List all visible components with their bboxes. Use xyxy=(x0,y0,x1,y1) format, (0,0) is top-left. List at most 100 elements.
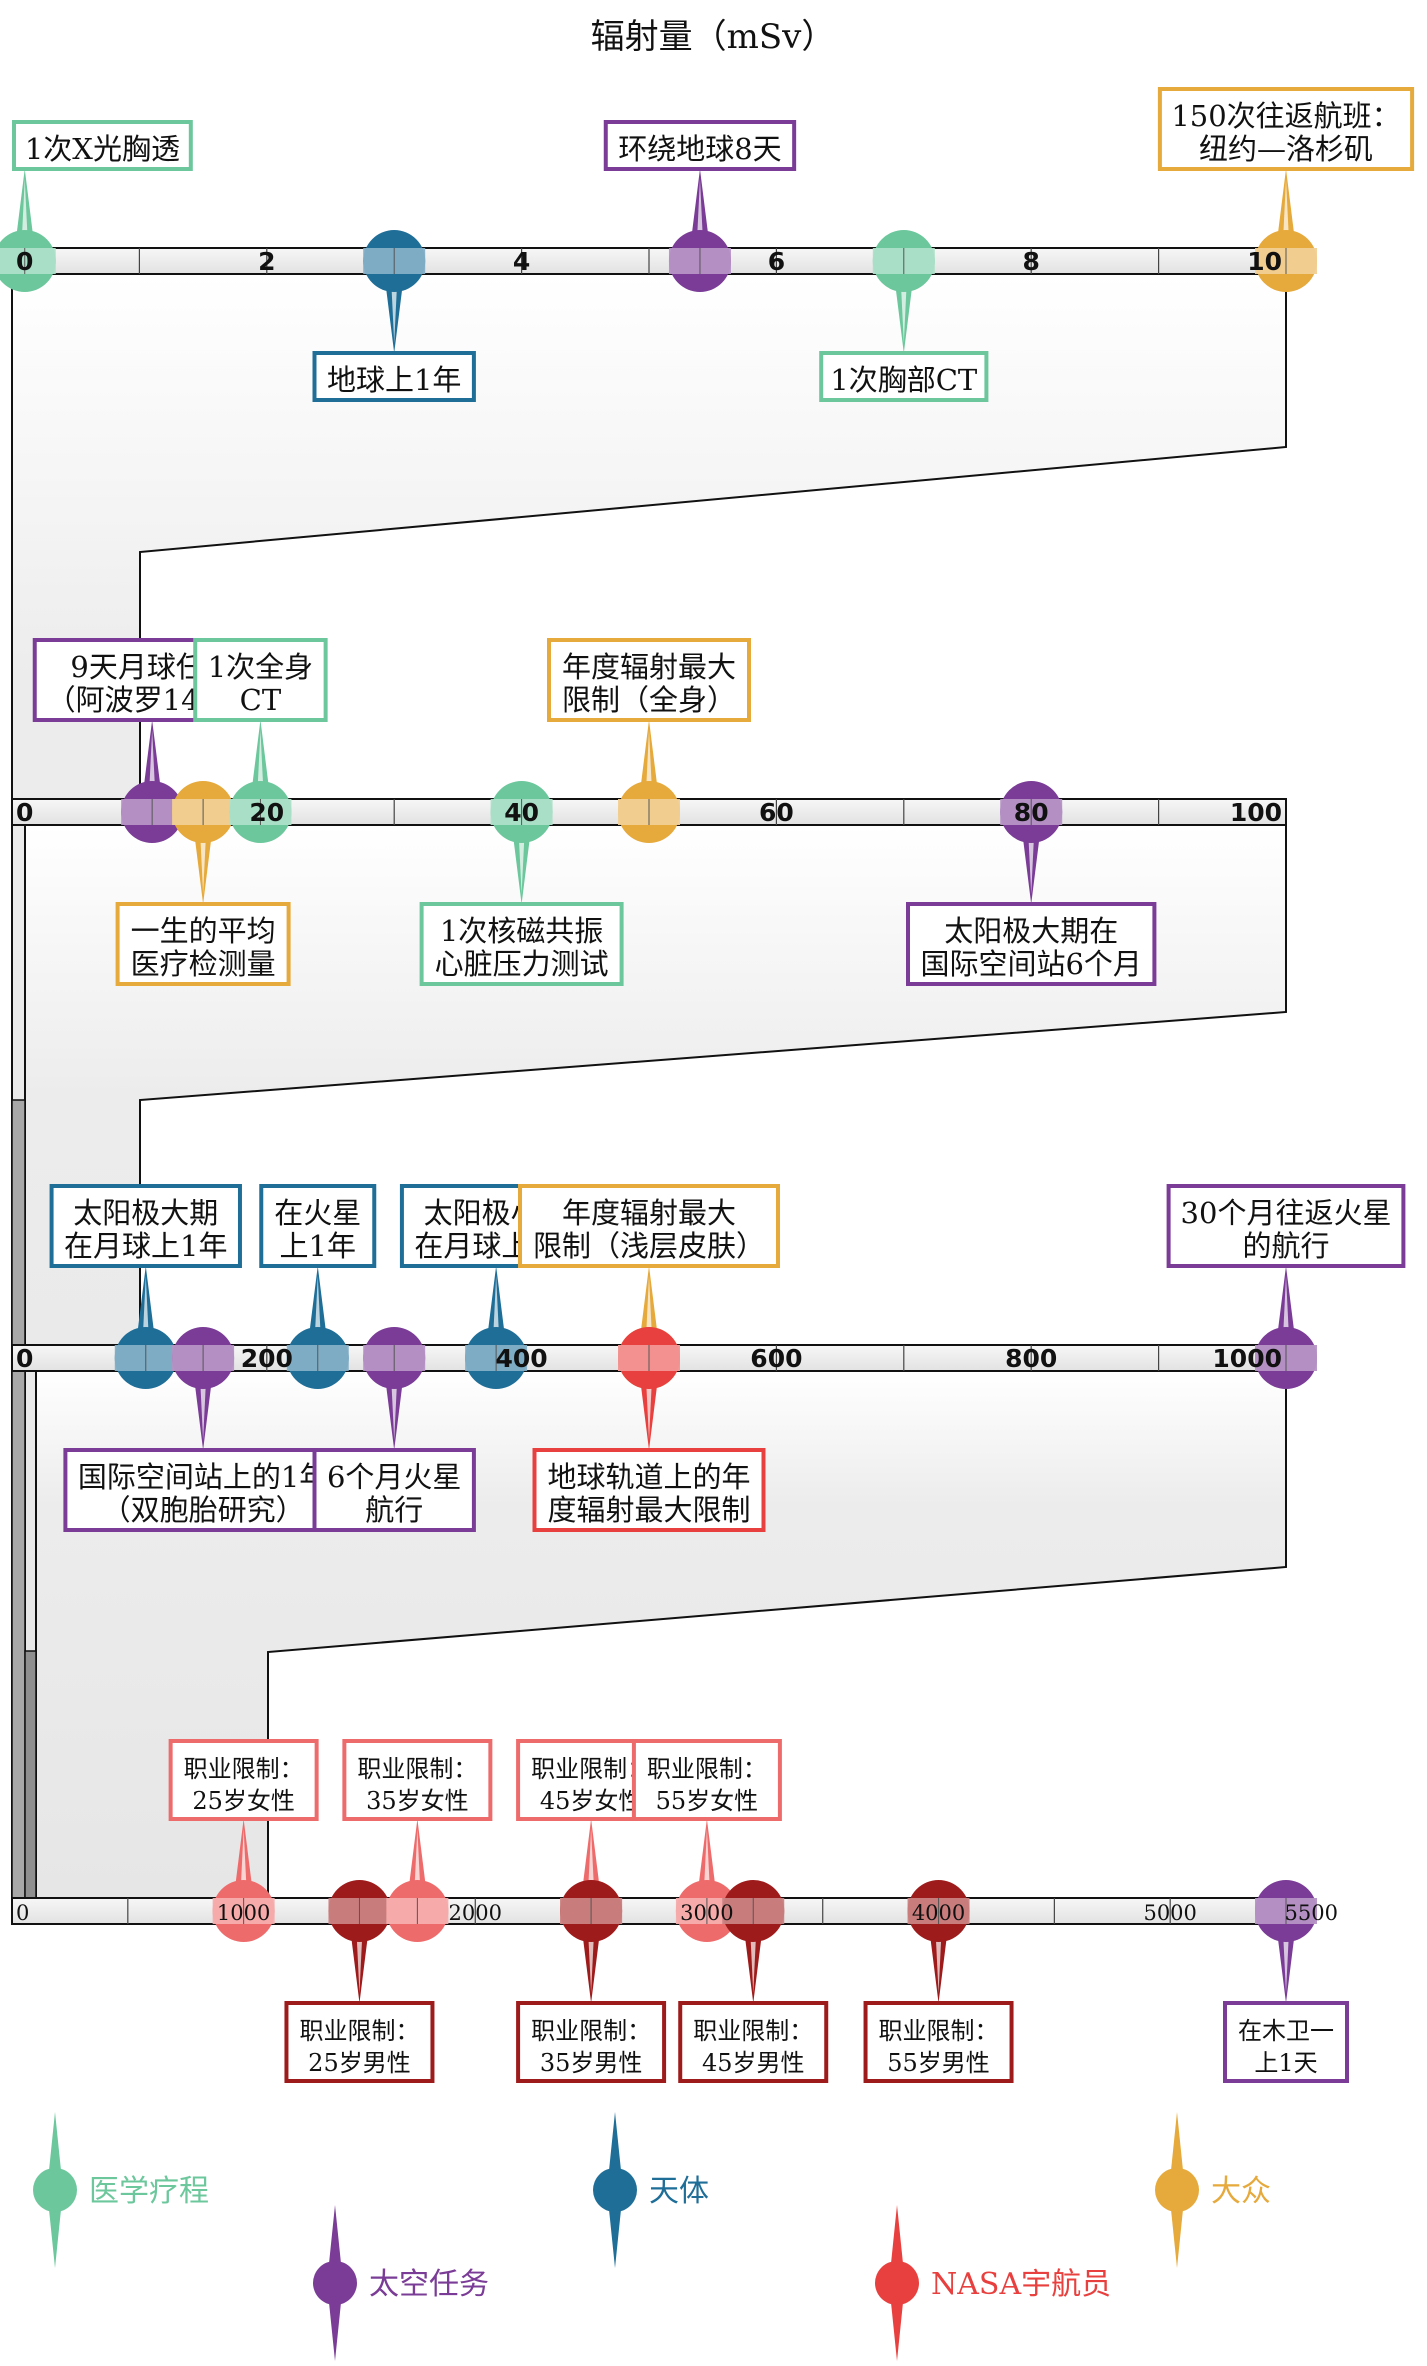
marker-label-line: 医疗检测量 xyxy=(131,947,276,981)
marker-pin-highlight xyxy=(703,1829,710,1891)
tick-label: 2000 xyxy=(449,1901,502,1925)
marker-pin-highlight xyxy=(646,1378,652,1440)
marker-label-line: 1次胸部CT xyxy=(830,363,978,397)
tick-label: 8 xyxy=(1022,247,1039,276)
marker-label-line: 在木卫一 xyxy=(1238,2017,1334,2045)
marker-nasa_dark: 职业限制： 35岁男性 xyxy=(516,1880,667,2083)
tick-label: 5500 xyxy=(1285,1901,1338,1925)
marker-pin-highlight xyxy=(200,832,207,894)
legend-label: 大众 xyxy=(1211,2174,1271,2209)
marker-label-box xyxy=(532,1448,766,1532)
marker-label-box xyxy=(863,2001,1014,2083)
legend-item-celestial: 天体 xyxy=(593,2112,709,2268)
marker-pin-highlight xyxy=(493,1276,500,1338)
scale-bar xyxy=(11,1897,1287,1925)
tick-label: 2 xyxy=(258,247,275,276)
marker-label-line: 55岁女性 xyxy=(656,1787,759,1815)
tick-label: 5000 xyxy=(1143,1901,1196,1925)
marker-nasa_dark: 职业限制： 45岁男性 xyxy=(678,1880,829,2083)
marker-label-box xyxy=(819,351,989,402)
marker-pin-highlight xyxy=(646,1276,652,1338)
marker-label-line: 1次X光胸透 xyxy=(25,132,180,166)
marker-label-box xyxy=(312,1448,476,1532)
marker-dot-band xyxy=(0,248,56,274)
marker-label-box xyxy=(12,120,193,171)
legend-dot xyxy=(33,2168,77,2212)
tick-label: 4 xyxy=(513,247,530,276)
marker-pin-highlight xyxy=(588,1829,595,1891)
legend-item-nasa_red: NASA宇航员 xyxy=(875,2205,1111,2361)
marker-pin-highlight xyxy=(314,1276,321,1338)
tick-label: 1000 xyxy=(217,1901,270,1925)
marker-nasa_dark: 职业限制：55岁男性 xyxy=(863,1880,1014,2083)
marker-label-line: 度辐射最大限制 xyxy=(547,1493,750,1527)
marker-label-box xyxy=(63,1448,343,1532)
legend-dot xyxy=(1155,2168,1199,2212)
marker-pin-highlight xyxy=(1283,1276,1289,1338)
marker-label-box xyxy=(603,120,797,171)
marker-pin-highlight xyxy=(646,730,652,792)
marker-label-line: 上1年 xyxy=(280,1229,356,1263)
marker-label-line: 45岁女性 xyxy=(540,1787,643,1815)
marker-label-line: 35岁女性 xyxy=(366,1787,469,1815)
marker-label-line: CT xyxy=(240,683,282,717)
marker-label-box xyxy=(516,2001,667,2083)
marker-label-line: （双胞胎研究） xyxy=(102,1493,305,1527)
legend-label: 太空任务 xyxy=(369,2267,489,2302)
marker-label-box xyxy=(1223,2001,1349,2083)
marker-label-line: 一生的平均 xyxy=(131,914,276,948)
marker-label-box xyxy=(518,1184,780,1268)
marker-label-box xyxy=(419,902,624,986)
tick-label: 0 xyxy=(16,1344,33,1373)
marker-label-box xyxy=(168,1739,319,1821)
marker-label-box xyxy=(1157,87,1415,171)
marker-medical: 1次X光胸透 xyxy=(0,120,193,292)
marker-label-line: 职业限制： xyxy=(693,2017,813,2045)
marker-pin-highlight xyxy=(391,1378,398,1440)
tick-label: 800 xyxy=(1005,1344,1057,1373)
marker-label-line: 35岁男性 xyxy=(540,2049,643,2077)
marker-label-line: 职业限制： xyxy=(184,1755,304,1783)
zoom-connectors xyxy=(11,273,1287,1912)
tick-label: 4000 xyxy=(912,1901,965,1925)
marker-pin-highlight xyxy=(1283,179,1289,241)
scale-4: 职业限制：25岁女性职业限制：25岁男性职业限制：35岁女性职业限制：45岁女性… xyxy=(11,1739,1349,2083)
marker-label-box xyxy=(284,2001,435,2083)
marker-pin-highlight xyxy=(149,730,156,792)
tick-label: 80 xyxy=(1014,798,1049,827)
marker-label-line: 150次往返航班： xyxy=(1171,99,1400,133)
legend-label: NASA宇航员 xyxy=(931,2267,1111,2302)
marker-label-box xyxy=(547,638,751,722)
tick-label: 200 xyxy=(241,1344,293,1373)
marker-pin-highlight xyxy=(240,1829,247,1891)
marker-label-line: 25岁女性 xyxy=(192,1787,295,1815)
marker-pin-highlight xyxy=(696,179,703,241)
legend-label: 医学疗程 xyxy=(89,2174,209,2209)
tick-label: 20 xyxy=(249,798,284,827)
marker-pin-highlight xyxy=(391,281,398,343)
marker-pin-highlight xyxy=(935,1931,942,1993)
marker-label-line: 职业限制： xyxy=(531,2017,651,2045)
marker-label-line: 年度辐射最大 xyxy=(562,1196,736,1230)
marker-label-box xyxy=(49,1184,242,1268)
marker-label-line: 45岁男性 xyxy=(702,2049,805,2077)
marker-pin-highlight xyxy=(414,1829,421,1891)
marker-pin-highlight xyxy=(750,1931,757,1993)
marker-label-box xyxy=(631,1739,782,1821)
tick-label: 0 xyxy=(16,1901,29,1925)
legend-dot xyxy=(593,2168,637,2212)
tick-label: 10 xyxy=(1247,247,1282,276)
scale-3: 太阳极大期在月球上1年国际空间站上的1年（双胞胎研究）在火星上1年6个月火星航行… xyxy=(11,1184,1406,1532)
marker-pin-highlight xyxy=(900,281,907,343)
